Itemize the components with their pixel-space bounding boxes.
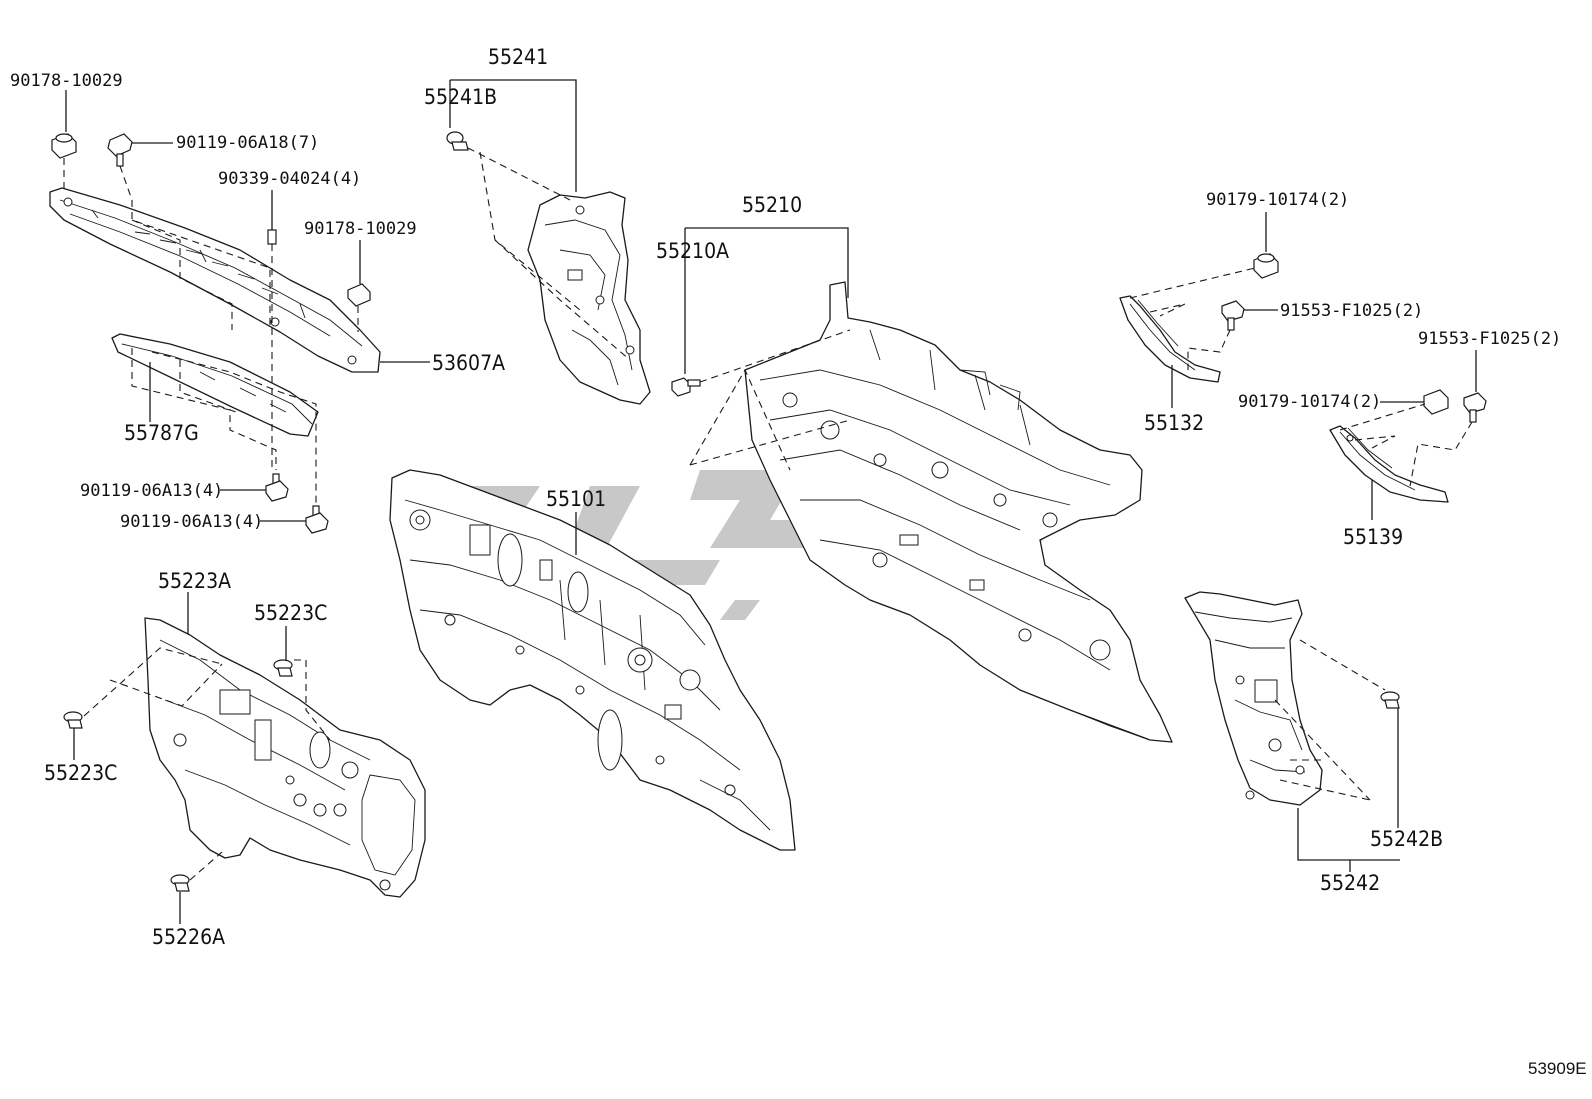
- leader-lines-top-left: [65, 90, 430, 522]
- label-55132: 55132: [1144, 411, 1204, 435]
- clip-55241b: [446, 131, 469, 151]
- part-labels: 90178-10029 90119-06A18(7) 90339-04024(4…: [10, 45, 1561, 949]
- nut-90179-10174-a: [1253, 253, 1279, 279]
- label-55226a: 55226A: [152, 925, 225, 949]
- label-55101: 55101: [546, 487, 606, 511]
- diagram-code: 53909E: [1528, 1059, 1587, 1078]
- dash-insulator-55210: [744, 281, 1173, 743]
- label-55242b: 55242B: [1370, 827, 1443, 851]
- label-55241b: 55241B: [424, 85, 497, 109]
- clip-55223c-a: [63, 711, 83, 729]
- cowl-panel-53607a: [49, 187, 381, 373]
- label-91553-f1025-b: 91553-F1025(2): [1418, 329, 1561, 349]
- label-55223a: 55223A: [158, 569, 231, 593]
- label-55210a: 55210A: [656, 239, 729, 263]
- assembly-lines-55223a: [83, 647, 331, 881]
- bolt-90119-06a13-b: [305, 505, 329, 534]
- clip-90339-04024: [267, 229, 277, 245]
- leader-lines-55241: [449, 79, 577, 192]
- assembly-lines-55132: [1129, 267, 1256, 370]
- clip-55223c-b: [273, 659, 293, 677]
- assembly-lines-55241: [467, 147, 631, 361]
- assembly-lines-55139: [1339, 403, 1473, 487]
- leader-lines-55139: [1371, 350, 1477, 520]
- assembly-lines-top-left: [63, 158, 359, 506]
- nut-90178-10029-b: [347, 283, 371, 307]
- label-90119-06a13-a: 90119-06A13(4): [80, 481, 223, 501]
- bracket-55132: [1119, 295, 1221, 383]
- leader-lines-55132: [1171, 212, 1278, 408]
- label-55241: 55241: [488, 45, 548, 69]
- label-90119-06a18: 90119-06A18(7): [176, 133, 319, 153]
- bolt-55210a: [671, 377, 701, 397]
- bolt-90119-06a13-a: [265, 473, 289, 502]
- label-90339-04024: 90339-04024(4): [218, 169, 361, 189]
- clip-55226a: [170, 874, 190, 892]
- label-90178-10029-a: 90178-10029: [10, 71, 123, 91]
- label-90119-06a13-b: 90119-06A13(4): [120, 512, 263, 532]
- side-panel-55241: [527, 191, 651, 405]
- label-55787g: 55787G: [124, 421, 199, 445]
- bolt-90119-06a18: [107, 133, 133, 167]
- side-panel-55242: [1184, 591, 1323, 806]
- seal-strip-55787g: [111, 333, 319, 437]
- silencer-55223a: [144, 617, 426, 898]
- clip-55242b: [1380, 691, 1400, 709]
- bracket-55139: [1329, 425, 1449, 503]
- nut-90178-10029-a: [51, 133, 77, 159]
- label-90178-10029-b: 90178-10029: [304, 219, 417, 239]
- assembly-lines-55242: [1274, 639, 1386, 801]
- label-90179-10174-b: 90179-10174(2): [1238, 392, 1381, 412]
- label-55210: 55210: [742, 193, 802, 217]
- label-55139: 55139: [1343, 525, 1403, 549]
- assembly-lines-55210: [689, 329, 851, 471]
- label-55242: 55242: [1320, 871, 1380, 895]
- bolt-91553-f1025-a: [1221, 300, 1245, 331]
- leader-lines-55210: [684, 227, 849, 374]
- leader-lines-55242: [1297, 708, 1400, 872]
- nut-90179-10174-b: [1423, 389, 1449, 415]
- label-55223c-a: 55223C: [44, 761, 117, 785]
- label-91553-f1025-a: 91553-F1025(2): [1280, 301, 1423, 321]
- leader-lines-55223a: [73, 592, 287, 924]
- dash-panel-55101: [389, 469, 796, 851]
- label-55223c-b: 55223C: [254, 601, 327, 625]
- label-53607a: 53607A: [432, 351, 505, 375]
- label-90179-10174-a: 90179-10174(2): [1206, 190, 1349, 210]
- bolt-91553-f1025-b: [1463, 392, 1487, 423]
